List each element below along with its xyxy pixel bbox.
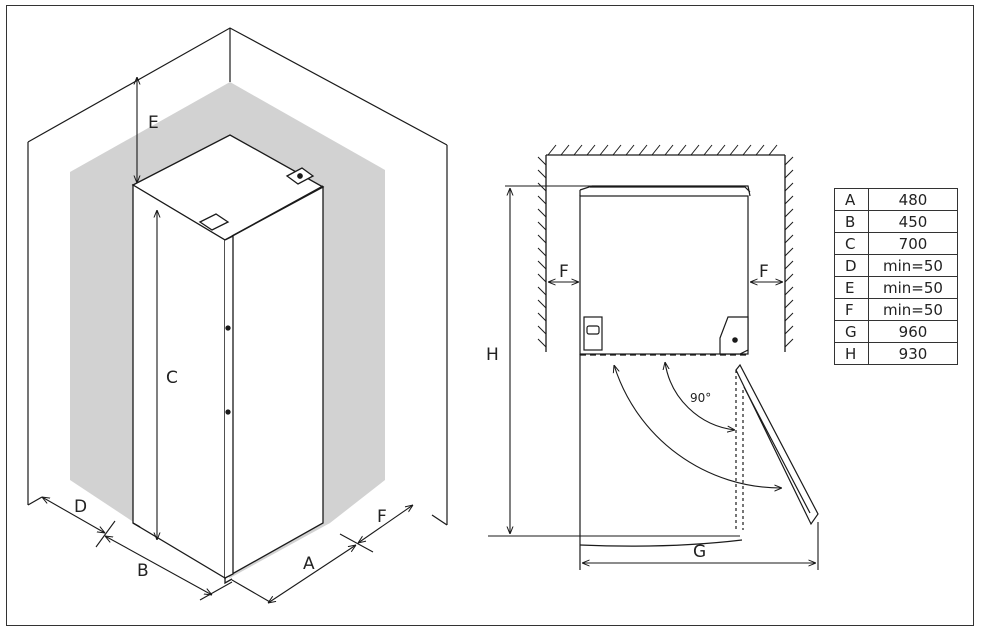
hatch-mark: [784, 286, 794, 296]
hatch-mark: [599, 144, 609, 156]
label-e: E: [148, 113, 159, 133]
label-g: G: [693, 542, 706, 562]
hatch-mark: [537, 195, 547, 205]
hatch-mark: [537, 325, 547, 335]
hatch-mark: [651, 144, 661, 156]
label-c: C: [166, 368, 178, 388]
hatch-mark: [784, 260, 794, 270]
wall-hatching: [537, 144, 794, 348]
hatch-mark: [784, 312, 794, 322]
hatch-mark: [784, 169, 794, 179]
dimension-lines: [42, 77, 413, 603]
hatch-mark: [612, 144, 622, 156]
label-h: H: [486, 345, 499, 365]
hatch-mark: [784, 273, 794, 283]
angle-label: 90°: [690, 391, 711, 405]
dimension-value: min=50: [868, 254, 958, 277]
room-walls: [27, 27, 448, 526]
label-d: D: [74, 497, 87, 517]
hatch-mark: [703, 144, 713, 156]
label-f-top-left: F: [559, 262, 569, 282]
dimension-key: F: [834, 298, 869, 321]
hatch-mark: [664, 144, 674, 156]
dimension-key: E: [834, 276, 869, 299]
hatch-mark: [729, 144, 739, 156]
label-f-left: F: [377, 507, 387, 527]
hatch-mark: [784, 247, 794, 257]
label-b: B: [137, 561, 149, 581]
hatch-mark: [677, 144, 687, 156]
dimension-value: min=50: [868, 298, 958, 321]
appliance-top: [579, 185, 819, 570]
drawing-frame: [6, 5, 974, 626]
hatch-mark: [784, 221, 794, 231]
hatch-mark: [537, 169, 547, 179]
hatch-mark: [716, 144, 726, 156]
dimension-key: G: [834, 320, 869, 343]
hatch-mark: [625, 144, 635, 156]
dimension-key: B: [834, 210, 869, 233]
hatch-mark: [638, 144, 648, 156]
hatch-mark: [742, 144, 752, 156]
dimension-key: D: [834, 254, 869, 277]
dimension-key: C: [834, 232, 869, 255]
hatch-mark: [586, 144, 596, 156]
hatch-mark: [573, 144, 583, 156]
hatch-mark: [537, 156, 547, 166]
hatch-mark: [784, 299, 794, 309]
hatch-mark: [784, 325, 794, 335]
g-dimension: [582, 522, 819, 570]
hatch-mark: [537, 312, 547, 322]
hatch-mark: [768, 144, 778, 156]
appliance-body: [131, 134, 325, 585]
h-dimension: [488, 185, 740, 537]
dimension-value: 700: [868, 232, 958, 255]
hatch-mark: [784, 338, 794, 348]
dimension-value: 480: [868, 188, 958, 211]
hatch-mark: [537, 260, 547, 270]
hatch-mark: [537, 247, 547, 257]
dimension-value: 960: [868, 320, 958, 343]
hatch-mark: [784, 208, 794, 218]
hatch-mark: [547, 144, 557, 156]
hatch-mark: [537, 234, 547, 244]
label-a: A: [303, 554, 315, 574]
hatch-mark: [690, 144, 700, 156]
dimension-value: min=50: [868, 276, 958, 299]
hatch-mark: [784, 182, 794, 192]
dimension-key: H: [834, 342, 869, 365]
hatch-mark: [537, 208, 547, 218]
hatch-mark: [784, 156, 794, 166]
label-f-top-right: F: [759, 262, 769, 282]
hatch-mark: [537, 286, 547, 296]
dimension-key: A: [834, 188, 869, 211]
hatch-mark: [784, 195, 794, 205]
hatch-mark: [537, 221, 547, 231]
dimension-value: 930: [868, 342, 958, 365]
hatch-mark: [537, 182, 547, 192]
hatch-mark: [537, 299, 547, 309]
hatch-mark: [755, 144, 765, 156]
hatch-mark: [784, 234, 794, 244]
hatch-mark: [560, 144, 570, 156]
dimension-value: 450: [868, 210, 958, 233]
hatch-mark: [537, 338, 547, 348]
top-view: 90° F F H G: [486, 144, 819, 570]
door-angle-arcs: [614, 362, 782, 488]
isometric-view: E C D B A F: [27, 27, 448, 603]
hatch-mark: [537, 273, 547, 283]
